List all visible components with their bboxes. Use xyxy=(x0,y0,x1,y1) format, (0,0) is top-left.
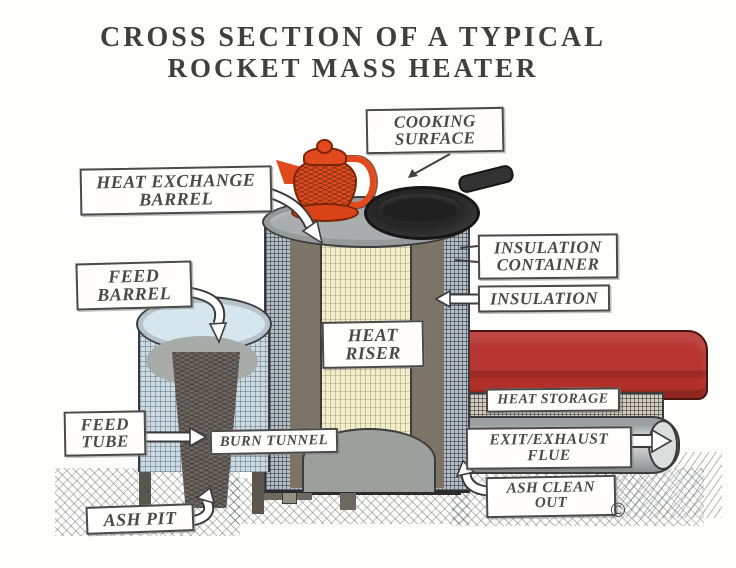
label-burn-tunnel: BURN TUNNEL xyxy=(209,427,339,455)
kettle-lid-knob xyxy=(316,139,333,154)
arrow-insulation xyxy=(434,289,478,309)
label-exit-exhaust-flue: EXIT/EXHAUST FLUE xyxy=(465,426,633,470)
arrow-cooking-surface xyxy=(408,153,451,178)
title-line-1: CROSS SECTION OF A TYPICAL xyxy=(100,22,606,53)
arrow-feed-barrel xyxy=(187,286,228,345)
label-ash-clean-out: ASH CLEAN OUT xyxy=(485,474,617,518)
leader-insulation-container xyxy=(454,245,479,263)
label-feed-barrel: FEED BARREL xyxy=(75,260,193,311)
feed-barrel-leg-right xyxy=(252,470,264,514)
label-heat-riser: HEAT RISER xyxy=(321,320,425,369)
burn-tunnel-pillar-2 xyxy=(340,488,356,510)
feed-barrel-leg-left xyxy=(139,470,151,514)
skillet-pan-inner xyxy=(380,194,460,222)
label-insulation-container: INSULATION CONTAINER xyxy=(477,233,619,280)
copyright-symbol: © xyxy=(610,498,626,522)
label-heat-exchange-barrel: HEAT EXCHANGE BARREL xyxy=(79,165,273,216)
page-title: CROSS SECTION OF A TYPICAL ROCKET MASS H… xyxy=(0,22,706,84)
bench-cushion xyxy=(452,330,708,400)
arrow-feed-tube xyxy=(146,426,208,448)
label-insulation: INSULATION xyxy=(477,284,611,313)
label-feed-tube: FEED TUBE xyxy=(63,410,147,457)
title-line-2: ROCKET MASS HEATER xyxy=(167,53,539,84)
label-heat-storage: HEAT STORAGE xyxy=(485,387,621,413)
kettle-handle xyxy=(342,156,376,208)
label-cooking-surface: COOKING SURFACE xyxy=(365,106,505,154)
arrow-ash-pit xyxy=(190,486,216,527)
label-ash-pit: ASH PIT xyxy=(85,503,195,536)
arrow-exit-exhaust-flue xyxy=(630,428,673,454)
arrow-heat-exchange-barrel xyxy=(264,186,324,245)
